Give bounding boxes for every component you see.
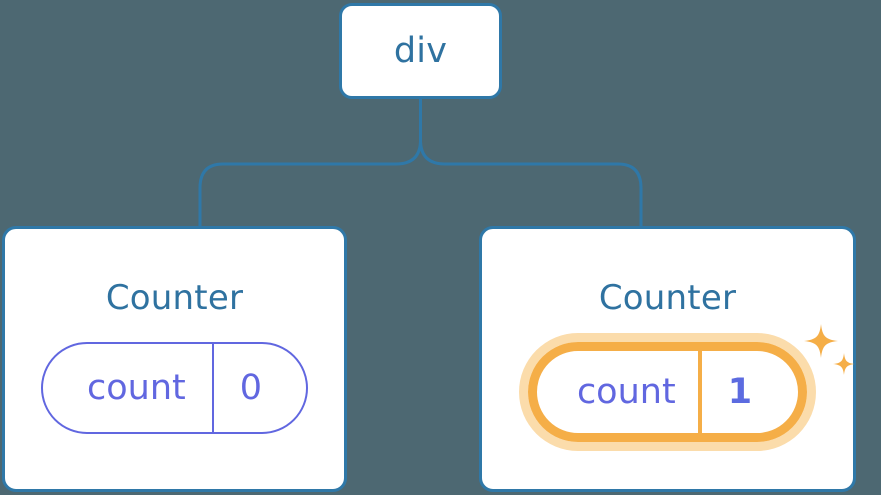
state-pill[interactable]: count 0 [40, 342, 309, 434]
sparkle-small-icon [833, 353, 856, 375]
component-card-counter-right[interactable]: Counter count 1 [479, 226, 856, 492]
sparkle-large-icon [804, 324, 839, 358]
state-pill-wrapper-highlighted: count 1 [527, 324, 856, 442]
state-key-label: count [86, 367, 186, 408]
state-key-label: count [576, 371, 676, 412]
state-pill-highlighted[interactable]: count 1 [527, 342, 808, 442]
state-pill-divider [211, 344, 214, 432]
state-pill-divider [697, 351, 702, 433]
component-title: Counter [598, 278, 737, 318]
state-value-label: 1 [727, 371, 753, 412]
root-node-div[interactable]: div [339, 3, 502, 99]
component-card-counter-left[interactable]: Counter count 0 [2, 226, 347, 492]
connector-right-branch [419, 97, 643, 228]
sparkles-icon [804, 324, 856, 375]
component-title: Counter [105, 278, 244, 318]
state-pill-wrapper: count 0 [40, 342, 309, 434]
state-value-label: 0 [239, 367, 263, 408]
connector-left-branch [198, 97, 422, 228]
root-node-label: div [393, 30, 448, 71]
